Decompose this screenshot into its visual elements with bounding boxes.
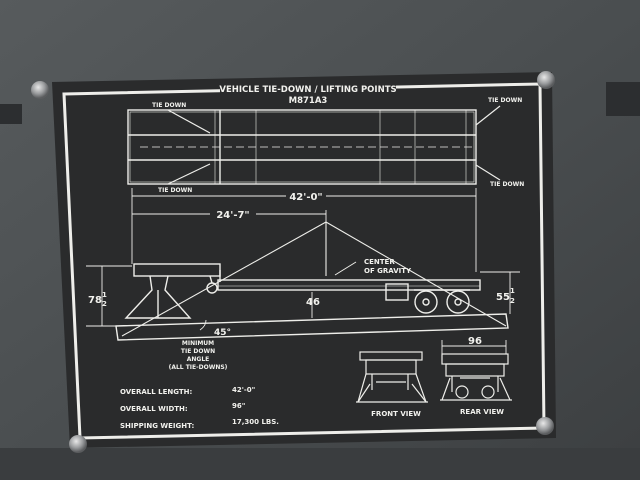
tie-down-label-bottom-right: TIE DOWN [490, 181, 524, 188]
rivet-bottom-left [69, 435, 87, 453]
rear-view-diagram [440, 353, 512, 401]
center-height-dimension: 46 [306, 297, 320, 308]
tie-down-label-top-left: TIE DOWN [152, 102, 186, 109]
rivet-top-left [31, 81, 49, 99]
min-angle-line1: MINIMUM [182, 340, 214, 347]
front-height-whole: 78 [88, 295, 102, 306]
rear-height-frac-num: 1 [510, 287, 515, 295]
min-angle-line3: ANGLE [187, 356, 210, 363]
min-angle-line4: (ALL TIE-DOWNS) [169, 364, 228, 371]
tie-down-angle-lines [121, 221, 507, 337]
rail-car-deck [115, 313, 509, 341]
spec-overall-length-value: 42'-0" [232, 386, 255, 394]
overall-length-dimension: 42'-0" [289, 192, 322, 203]
data-plate [52, 72, 556, 448]
plate-title: VEHICLE TIE-DOWN / LIFTING POINTS [219, 85, 396, 95]
min-angle-line2: TIE DOWN [181, 348, 215, 355]
front-height-frac-den: 2 [102, 300, 107, 308]
tie-down-label-top-right: TIE DOWN [488, 97, 522, 104]
plate-model: M871A3 [289, 96, 328, 106]
front-view-diagram [356, 351, 428, 403]
spec-overall-width-label: OVERALL WIDTH: [120, 405, 188, 413]
left-bracket [0, 104, 22, 124]
tie-down-arrows [167, 105, 501, 185]
cg-label-line2: OF GRAVITY [364, 267, 412, 275]
right-bracket [606, 82, 640, 116]
rear-height-frac-den: 2 [510, 297, 515, 305]
front-height-frac-num: 1 [102, 291, 107, 299]
spec-overall-length-label: OVERALL LENGTH: [120, 388, 192, 396]
tie-down-angle-dimension: 45° [214, 328, 231, 338]
rear-width-dimension: 96 [468, 336, 482, 347]
rivet-bottom-right [536, 417, 554, 435]
spec-shipping-weight-value: 17,300 LBS. [232, 418, 279, 426]
cg-label-line1: CENTER [364, 258, 395, 266]
spec-shipping-weight-label: SHIPPING WEIGHT: [120, 422, 195, 430]
panel-seam [0, 448, 640, 480]
trailer-top-view [127, 109, 477, 185]
trailer-side-view [124, 263, 481, 319]
rear-view-label: REAR VIEW [460, 408, 504, 416]
cg-distance-dimension: 24'-7" [216, 210, 249, 221]
rear-height-whole: 55 [496, 292, 510, 303]
rivet-top-right [537, 71, 555, 89]
front-view-label: FRONT VIEW [371, 410, 421, 418]
spec-overall-width-value: 96" [232, 402, 245, 410]
tie-down-label-bottom-left: TIE DOWN [158, 187, 192, 194]
